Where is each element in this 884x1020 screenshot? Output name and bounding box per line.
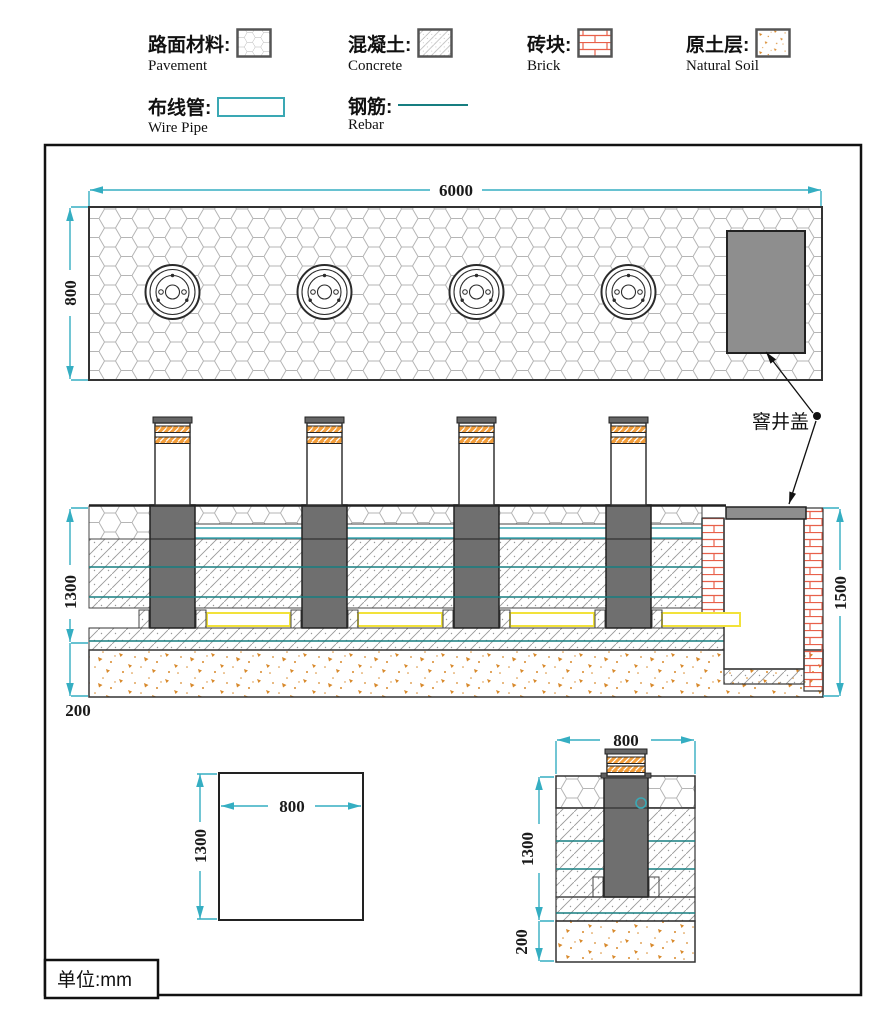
dim-detail-plan	[196, 773, 361, 920]
bollard-top-circle	[296, 264, 353, 320]
brick-swatch-icon	[577, 28, 614, 58]
callout-arrow-section	[789, 491, 796, 504]
legend-label-en: Brick	[527, 58, 561, 74]
legend-label-cn: 原土层:	[686, 34, 750, 56]
plan-manhole-cover	[726, 230, 806, 354]
legend-label-en: Rebar	[348, 117, 384, 133]
callout-leader-lines	[765, 351, 817, 505]
pit-brick-wall-right	[803, 507, 824, 692]
legend-label-cn: 布线管:	[148, 98, 212, 119]
legend-item-soil: 原土层: Natural Soil	[686, 28, 792, 75]
legend-label-en: Pavement	[148, 58, 208, 74]
dim-label-1500: 1500	[831, 576, 850, 610]
dim-label-800-plan: 800	[61, 280, 80, 306]
legend-label-cn: 钢筋:	[348, 96, 393, 118]
dim-label-1300-section: 1300	[61, 575, 80, 609]
pit-floor-slab	[723, 668, 805, 685]
bollards	[152, 416, 649, 506]
dim-label-800-detail-section: 800	[613, 731, 639, 750]
legend-label-cn: 砖块:	[527, 34, 572, 56]
units-box: 单位:mm	[43, 958, 160, 1000]
legend-item-brick: 砖块: Brick	[527, 28, 614, 75]
section-rebar-lines	[89, 566, 702, 598]
rebar-swatch-icon	[398, 104, 469, 106]
detail-base-slab	[555, 896, 696, 922]
legend-label-cn: 路面材料:	[148, 34, 231, 56]
dim-plan-width	[66, 206, 88, 381]
detail-section-view	[555, 748, 696, 963]
legend-item-concrete: 混凝土: Concrete	[348, 28, 454, 75]
legend-item-rebar: 钢筋: Rebar	[348, 93, 469, 134]
section-pavement-left-block	[88, 505, 151, 540]
bollard-top-circle	[448, 264, 505, 320]
legend-label-en: Natural Soil	[686, 58, 759, 74]
bollard-top-circle	[144, 264, 201, 320]
bollard	[304, 416, 345, 506]
detail-plan-view	[218, 772, 364, 921]
detail-wire-pipe-section	[635, 797, 647, 809]
detail-footing	[648, 876, 660, 898]
dim-label-800-detail-plan: 800	[279, 797, 305, 816]
bollard	[152, 416, 193, 506]
legend-label-en: Concrete	[348, 58, 403, 74]
legend-label-cn: 混凝土:	[348, 34, 412, 56]
pavement-swatch-icon	[236, 28, 273, 58]
legend-label-en: Wire Pipe	[148, 120, 208, 136]
section-view	[88, 416, 824, 698]
dim-section-depth	[66, 507, 88, 697]
dim-label-1300-detail-section: 1300	[518, 832, 537, 866]
section-base-slab	[88, 627, 725, 651]
dim-label-200-detail-section: 200	[512, 929, 531, 955]
dimensions	[66, 186, 844, 962]
detail-footing	[592, 876, 604, 898]
bollard	[608, 416, 649, 506]
detail-soil-layer	[555, 920, 696, 963]
manhole-pit	[701, 506, 824, 692]
legend-item-wire-pipe: 布线管: Wire Pipe	[148, 93, 286, 137]
detail-bollard-stub	[604, 748, 648, 777]
pit-interior	[724, 508, 804, 669]
sheet-border	[43, 143, 863, 997]
units-label: 单位:mm	[57, 969, 132, 991]
dim-pit-depth	[823, 507, 844, 697]
callout-dot	[813, 412, 821, 420]
soil-swatch-icon	[755, 28, 792, 58]
dim-plan-length	[88, 186, 822, 206]
concrete-swatch-icon	[417, 28, 454, 58]
cable-duct-run	[206, 612, 741, 627]
wire-pipe-swatch-icon	[217, 96, 286, 117]
dim-label-6000: 6000	[439, 181, 473, 200]
section-manhole-cover	[725, 506, 807, 520]
dim-detail-section	[535, 736, 696, 962]
pit-brick-wall-left	[701, 517, 725, 614]
bollard	[456, 416, 497, 506]
callout-arrow-plan	[766, 352, 777, 364]
section-soil-layer	[88, 649, 824, 698]
detail-foundation-column	[603, 775, 649, 898]
manhole-cover-label: 窨井盖	[752, 411, 809, 433]
dim-label-200-section: 200	[65, 701, 91, 720]
plan-view	[88, 206, 823, 381]
dim-label-1300-detail-plan: 1300	[191, 829, 210, 863]
detail-plan-outline	[218, 772, 364, 921]
legend-item-pavement: 路面材料: Pavement	[148, 28, 273, 75]
bollard-top-circle	[600, 264, 657, 320]
manhole-cover-callout: 窨井盖	[752, 351, 821, 505]
